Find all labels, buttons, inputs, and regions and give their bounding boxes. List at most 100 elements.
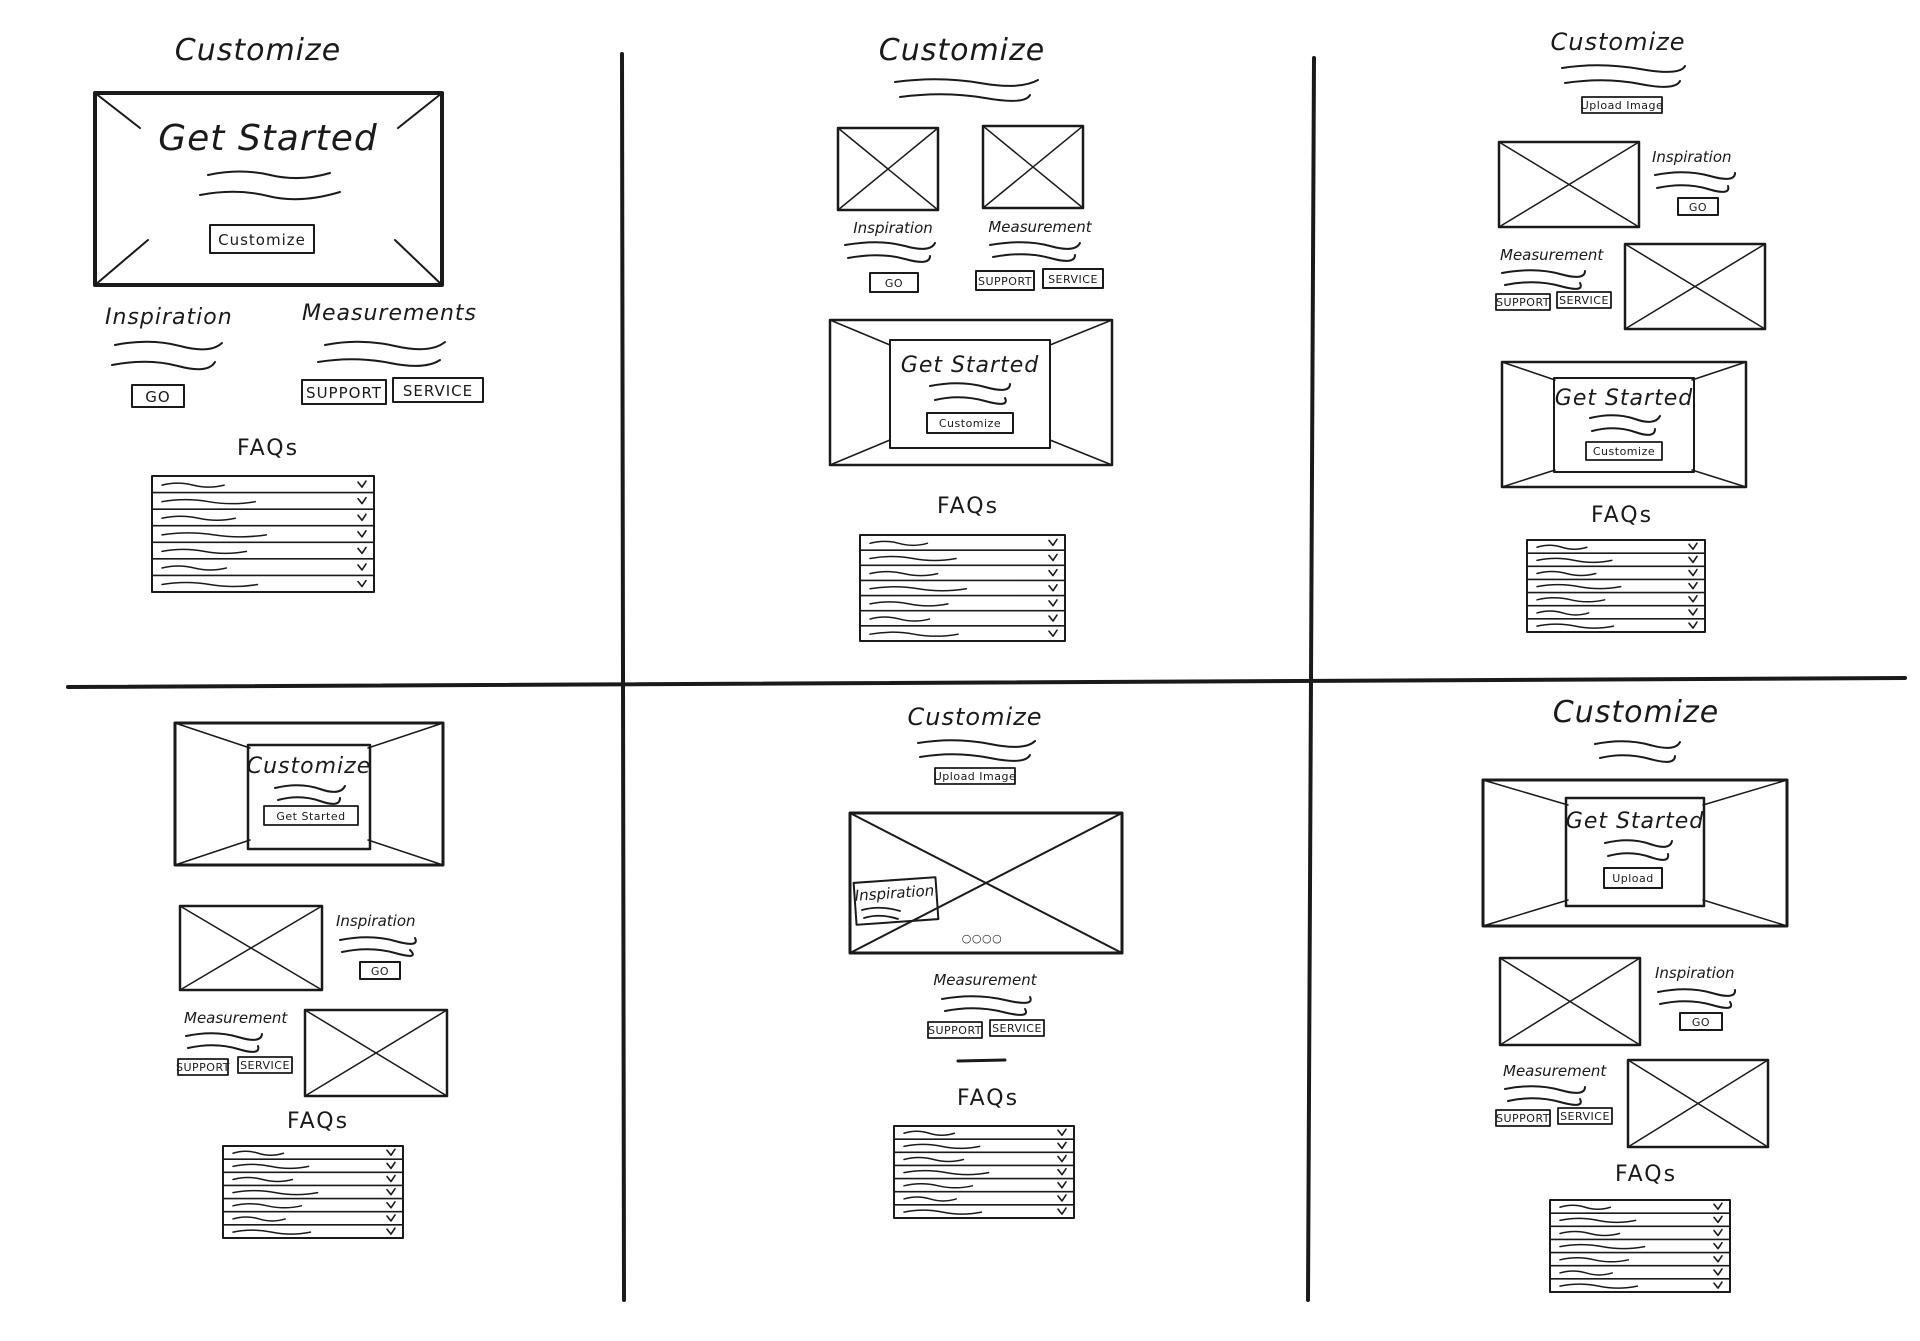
faq-item[interactable] <box>222 1158 404 1170</box>
faq-item[interactable] <box>893 1151 1075 1163</box>
go-button[interactable] <box>359 961 401 980</box>
carousel-caption-card[interactable] <box>852 876 940 926</box>
chevron-down-icon[interactable] <box>1048 614 1058 622</box>
faq-item[interactable] <box>1549 1225 1731 1237</box>
chevron-down-icon[interactable] <box>1713 1255 1723 1263</box>
chevron-down-icon[interactable] <box>1057 1128 1067 1137</box>
chevron-down-icon[interactable] <box>357 563 367 571</box>
chevron-down-icon[interactable] <box>1048 568 1058 577</box>
faq-item[interactable] <box>222 1210 404 1222</box>
faq-item[interactable] <box>222 1171 404 1183</box>
service-button[interactable] <box>237 1056 293 1074</box>
chevron-down-icon[interactable] <box>1057 1141 1067 1150</box>
chevron-down-icon[interactable] <box>1057 1181 1067 1189</box>
chevron-down-icon[interactable] <box>386 1201 396 1209</box>
faq-item[interactable] <box>893 1190 1075 1202</box>
go-button[interactable] <box>1677 197 1719 216</box>
service-button[interactable] <box>1556 291 1612 309</box>
faq-item[interactable] <box>151 558 375 571</box>
faq-item[interactable] <box>1526 618 1706 629</box>
chevron-down-icon[interactable] <box>1713 1228 1723 1237</box>
support-button[interactable] <box>927 1021 983 1039</box>
faq-item[interactable] <box>151 524 375 538</box>
chevron-down-icon[interactable] <box>1688 608 1698 616</box>
faq-item[interactable] <box>859 594 1066 607</box>
faq-item[interactable] <box>1549 1264 1731 1276</box>
chevron-down-icon[interactable] <box>1048 629 1058 637</box>
upload-button[interactable] <box>1603 867 1663 889</box>
faq-item[interactable] <box>1549 1251 1731 1263</box>
faq-item[interactable] <box>869 538 1058 547</box>
chevron-down-icon[interactable] <box>1713 1202 1723 1211</box>
faq-item[interactable] <box>222 1197 404 1209</box>
faq-item[interactable] <box>859 549 1066 562</box>
chevron-down-icon[interactable] <box>386 1174 396 1183</box>
faq-item[interactable] <box>151 491 375 505</box>
faq-item[interactable] <box>1549 1238 1731 1250</box>
faq-item[interactable] <box>859 625 1066 637</box>
chevron-down-icon[interactable] <box>1048 538 1058 547</box>
faq-item[interactable] <box>151 508 375 522</box>
faq-item[interactable] <box>1526 578 1706 590</box>
chevron-down-icon[interactable] <box>357 546 367 555</box>
chevron-down-icon[interactable] <box>1713 1215 1723 1224</box>
service-button[interactable] <box>1042 268 1104 289</box>
faq-item[interactable] <box>1559 1202 1723 1211</box>
faq-item[interactable] <box>859 609 1066 622</box>
chevron-down-icon[interactable] <box>386 1187 396 1196</box>
support-button[interactable] <box>177 1058 229 1076</box>
upload-image-button[interactable] <box>934 767 1016 785</box>
chevron-down-icon[interactable] <box>1688 595 1698 603</box>
support-button[interactable] <box>1495 293 1551 311</box>
faq-item[interactable] <box>859 564 1066 577</box>
chevron-down-icon[interactable] <box>1713 1281 1723 1289</box>
faq-item[interactable] <box>893 1138 1075 1150</box>
chevron-down-icon[interactable] <box>1713 1241 1723 1250</box>
go-button[interactable] <box>869 272 919 293</box>
faq-item[interactable] <box>222 1184 404 1196</box>
go-button[interactable] <box>1679 1012 1723 1031</box>
chevron-down-icon[interactable] <box>357 480 367 488</box>
chevron-down-icon[interactable] <box>357 496 367 505</box>
chevron-down-icon[interactable] <box>1057 1194 1067 1202</box>
faq-item[interactable] <box>859 579 1066 592</box>
faq-item[interactable] <box>1536 542 1698 551</box>
chevron-down-icon[interactable] <box>1057 1154 1067 1163</box>
chevron-down-icon[interactable] <box>386 1148 396 1157</box>
chevron-down-icon[interactable] <box>1057 1207 1067 1215</box>
faq-item[interactable] <box>1526 591 1706 603</box>
go-button[interactable] <box>131 384 185 408</box>
chevron-down-icon[interactable] <box>1048 553 1058 562</box>
service-button[interactable] <box>392 377 484 403</box>
faq-item[interactable] <box>893 1177 1075 1189</box>
chevron-down-icon[interactable] <box>1048 583 1058 592</box>
chevron-down-icon[interactable] <box>1688 581 1698 590</box>
faq-item[interactable] <box>222 1224 404 1235</box>
chevron-down-icon[interactable] <box>1688 568 1698 577</box>
support-button[interactable] <box>301 379 387 405</box>
support-button[interactable] <box>975 270 1035 291</box>
upload-image-button[interactable] <box>1581 96 1663 114</box>
faq-item[interactable] <box>1549 1278 1731 1289</box>
chevron-down-icon[interactable] <box>386 1214 396 1222</box>
faq-item[interactable] <box>1526 604 1706 616</box>
faq-item[interactable] <box>151 541 375 555</box>
faq-item[interactable] <box>232 1148 396 1157</box>
chevron-down-icon[interactable] <box>1057 1167 1067 1176</box>
chevron-down-icon[interactable] <box>357 513 367 522</box>
faq-item[interactable] <box>151 574 375 588</box>
chevron-down-icon[interactable] <box>1688 555 1698 564</box>
chevron-down-icon[interactable] <box>1048 599 1058 607</box>
customize-button[interactable] <box>209 224 315 254</box>
chevron-down-icon[interactable] <box>1688 621 1698 629</box>
service-button[interactable] <box>1557 1107 1613 1125</box>
customize-button[interactable] <box>1585 441 1663 461</box>
get-started-button[interactable] <box>263 805 359 826</box>
chevron-down-icon[interactable] <box>1713 1268 1723 1276</box>
carousel-dots[interactable]: ○○○○ <box>962 932 1002 945</box>
chevron-down-icon[interactable] <box>1688 542 1698 551</box>
faq-item[interactable] <box>161 480 367 488</box>
chevron-down-icon[interactable] <box>386 1227 396 1235</box>
faq-item[interactable] <box>1526 552 1706 564</box>
customize-button[interactable] <box>926 412 1014 434</box>
